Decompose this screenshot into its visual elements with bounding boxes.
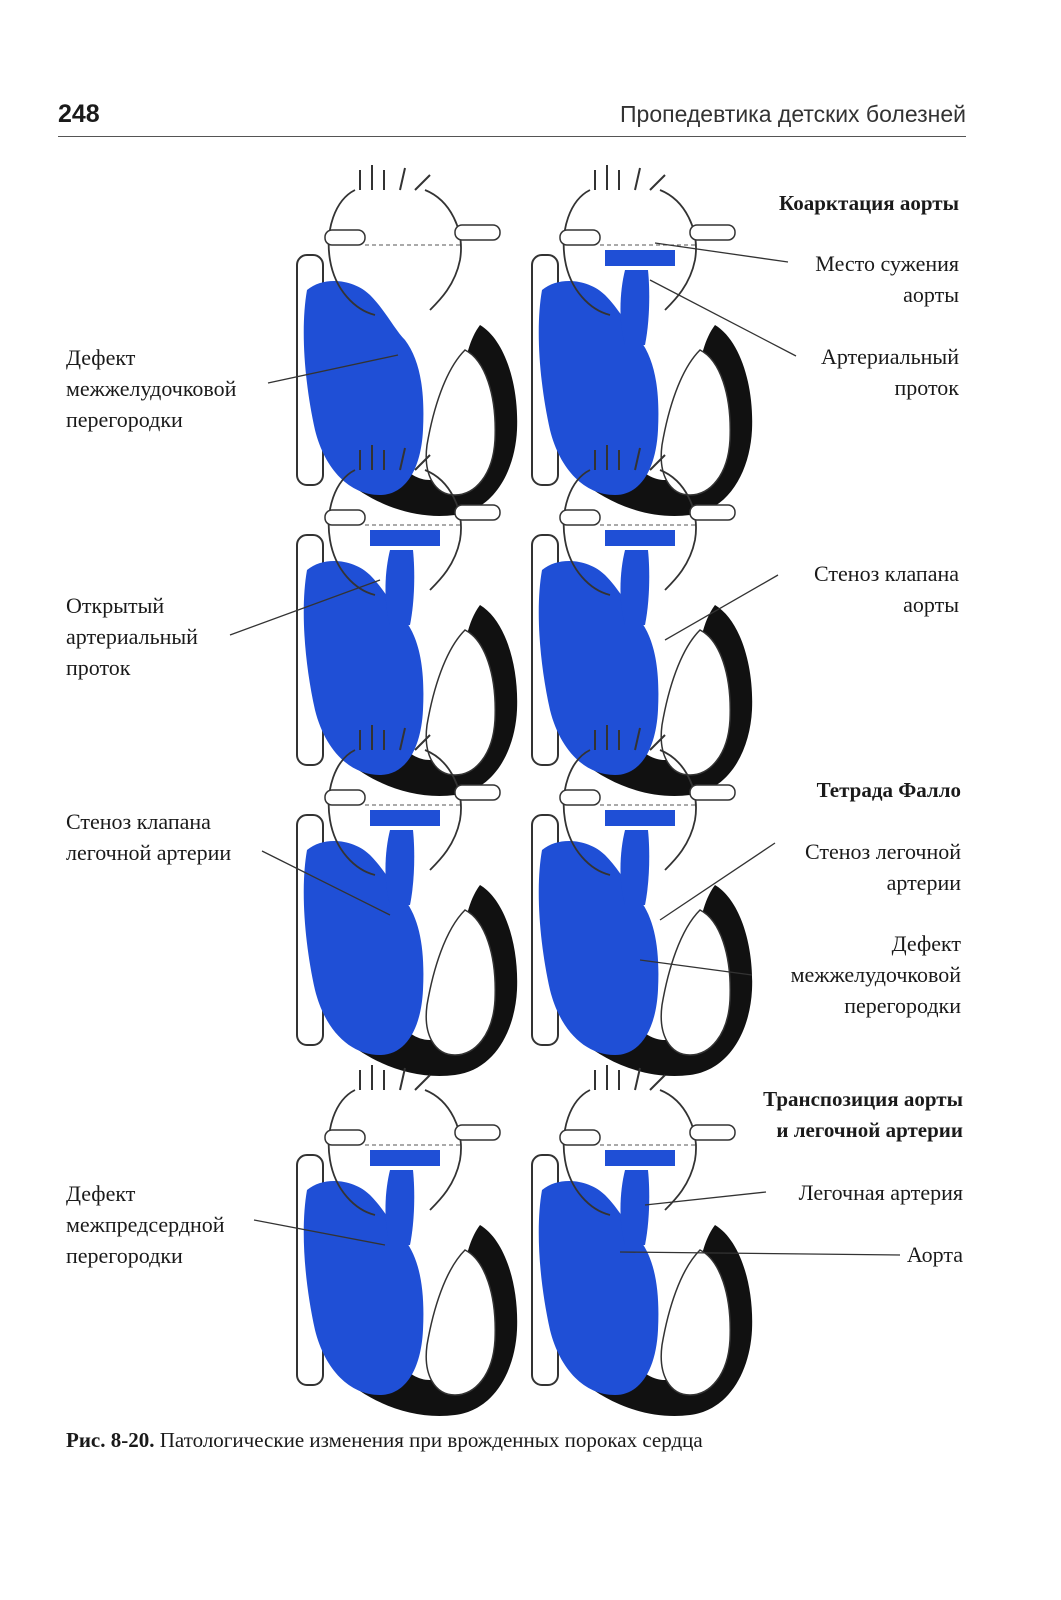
leader-aortic-stenosis xyxy=(664,574,779,641)
leader-pulm-artery xyxy=(644,1191,767,1206)
leader-pulm-stenosis xyxy=(659,842,776,921)
leader-aorta xyxy=(619,1251,901,1256)
heart-coarctation xyxy=(531,164,754,517)
heart-asd xyxy=(296,1064,519,1417)
leader-narrowing xyxy=(654,242,789,263)
leader-vsd-left xyxy=(267,354,399,384)
header-rule xyxy=(58,136,966,137)
title-tetralogy: Тетрада Фалло xyxy=(816,778,961,802)
title-coarctation: Коарктация аорты xyxy=(779,191,959,215)
label-aorta: Аорта xyxy=(906,1242,963,1267)
label-pulm-artery: Легочная артерия xyxy=(798,1180,963,1205)
heart-vsd xyxy=(296,164,519,517)
leader-ductus xyxy=(649,279,797,357)
caption-text: Патологические изменения при врожденных … xyxy=(159,1428,703,1452)
heart-transposition xyxy=(531,1064,754,1417)
leader-pda xyxy=(229,579,381,636)
caption-number: Рис. 8-20. xyxy=(66,1428,155,1452)
leader-asd xyxy=(253,1219,386,1246)
leader-vsd-right xyxy=(639,959,753,976)
page-number: 248 xyxy=(58,100,100,128)
running-head: Пропедевтика детских болезней xyxy=(620,101,966,127)
figure-caption: Рис. 8-20. Патологические изменения при … xyxy=(66,1428,703,1453)
leader-lines xyxy=(229,242,901,1256)
leader-pulm-valve xyxy=(261,850,391,916)
